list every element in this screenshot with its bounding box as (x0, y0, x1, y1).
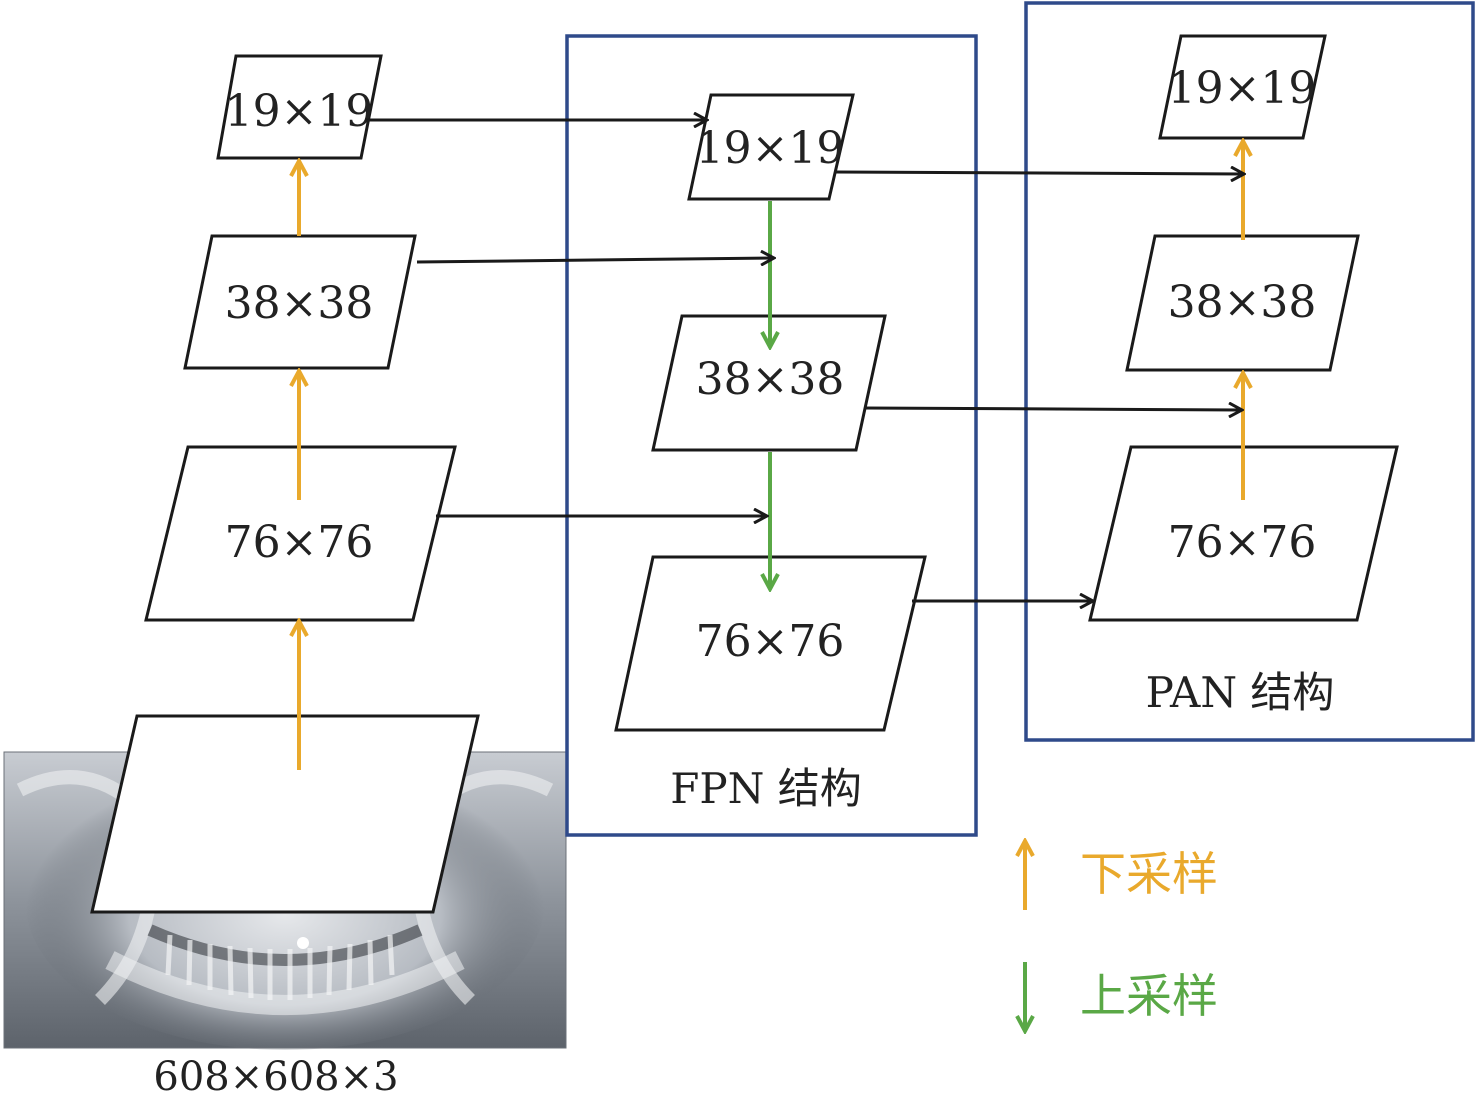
fpn-group-box (565, 34, 978, 837)
fpn-node-76 (614, 555, 927, 732)
pan-column: 19×19 38×38 76×76 (1088, 34, 1399, 622)
fpn-node-19 (687, 93, 855, 201)
legend: 下采样 上采样 (1025, 842, 1218, 1030)
backbone-node-38 (183, 234, 417, 370)
backbone-node-38-label: 38×38 (225, 278, 374, 329)
backbone-node-19 (216, 54, 383, 160)
edge-backbone38-to-fpn (416, 258, 773, 262)
backbone-column: 19×19 38×38 76×76 (144, 54, 457, 622)
input-size-label: 608×608×3 (153, 1054, 398, 1100)
backbone-node-19-label: 19×19 (225, 86, 374, 137)
fpn-column: 19×19 38×38 76×76 (614, 93, 927, 732)
legend-upsample-label: 上采样 (1080, 969, 1218, 1023)
backbone-node-76-label: 76×76 (225, 517, 374, 568)
fpn-node-38 (651, 314, 887, 452)
legend-downsample-label: 下采样 (1080, 847, 1218, 901)
pan-node-38-label: 38×38 (1168, 277, 1317, 328)
pan-node-19 (1158, 34, 1327, 140)
fpn-node-38-label: 38×38 (696, 354, 845, 405)
fpn-node-19-label: 19×19 (696, 123, 845, 174)
pan-node-76 (1088, 445, 1399, 622)
pan-title: PAN 结构 (1146, 668, 1335, 717)
pan-node-76-label: 76×76 (1168, 517, 1317, 568)
edge-fpn19-to-pan (834, 172, 1243, 174)
pan-node-19-label: 19×19 (1168, 63, 1317, 114)
edge-fpn38-to-pan (863, 408, 1241, 410)
pan-group-box (1024, 1, 1475, 742)
downsample-edges (299, 142, 1243, 770)
fpn-title: FPN 结构 (670, 764, 862, 813)
fpn-node-76-label: 76×76 (696, 616, 845, 667)
pan-node-38 (1125, 234, 1360, 372)
lateral-edges (365, 120, 1243, 601)
input-feature-map (90, 714, 480, 914)
backbone-node-76 (144, 445, 457, 622)
